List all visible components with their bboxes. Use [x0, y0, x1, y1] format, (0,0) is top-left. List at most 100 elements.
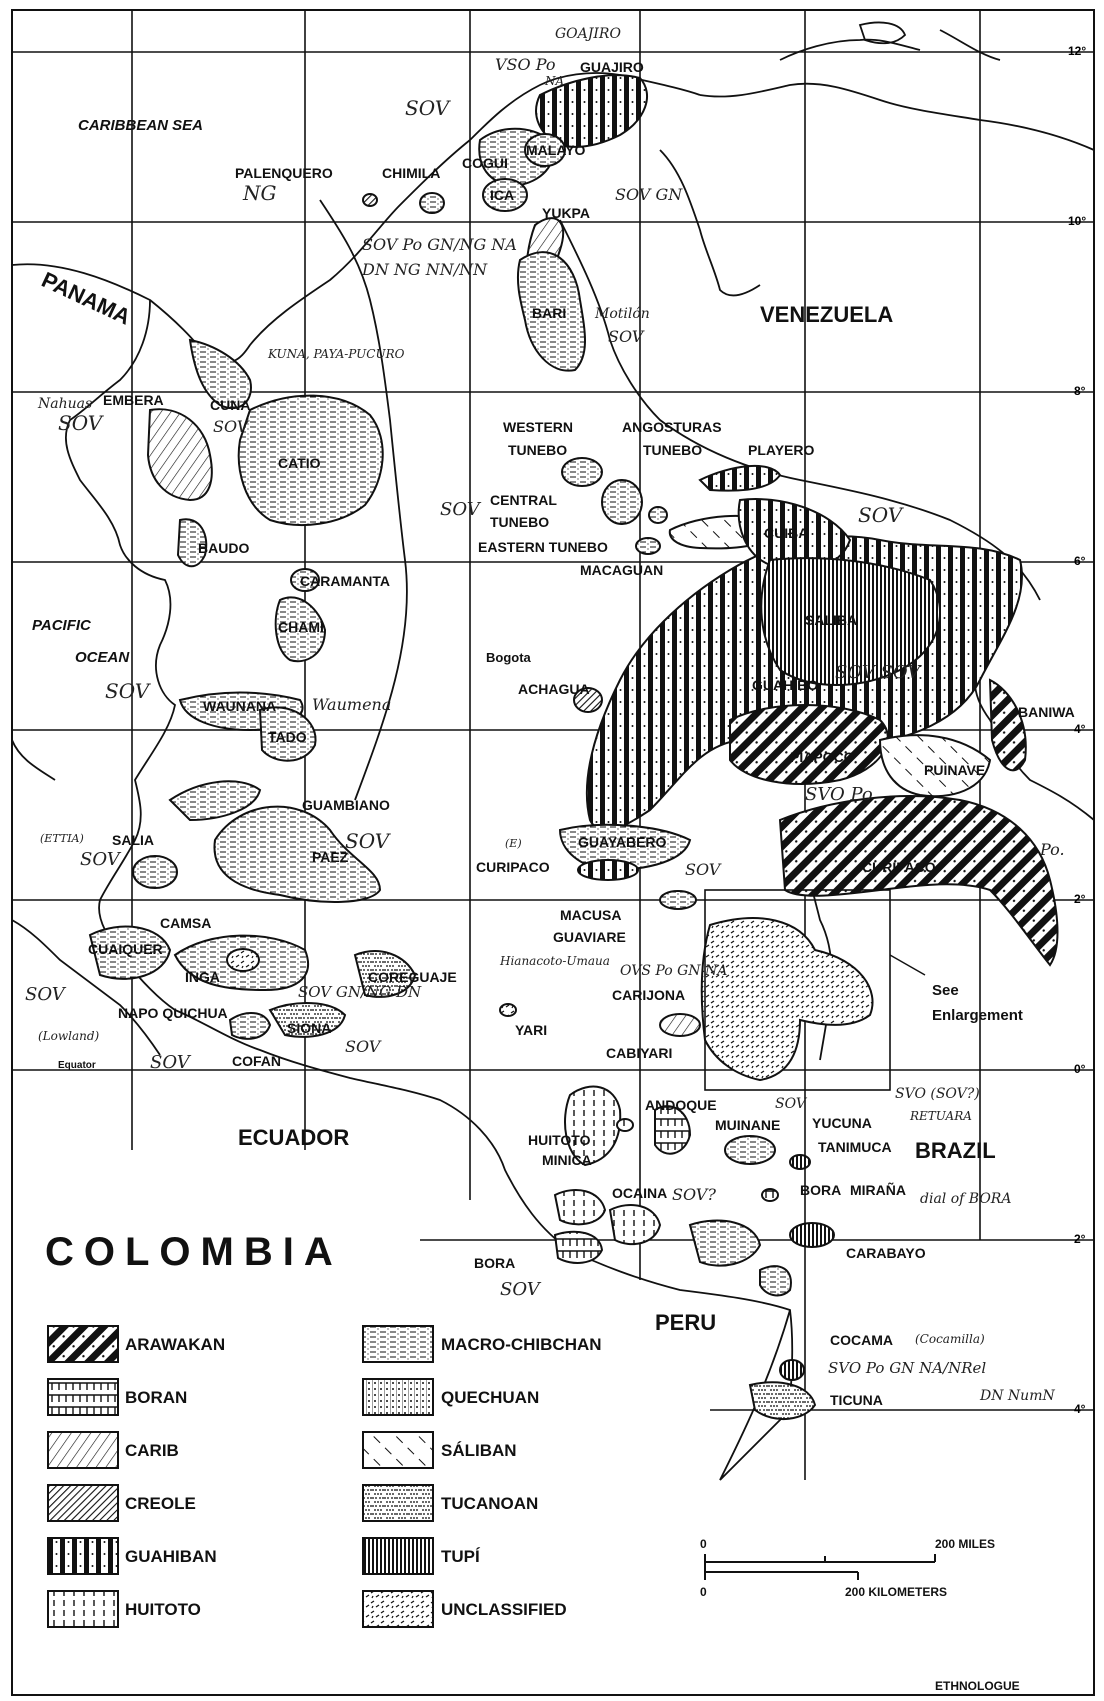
country-label-panama: PANAMA — [38, 267, 135, 330]
legend-label: TUPÍ — [441, 1547, 481, 1566]
region-muinane — [654, 1105, 692, 1155]
language-label: SALIBA — [805, 612, 857, 628]
handwritten-note: SOV — [345, 829, 392, 853]
language-label: PUINAVE — [924, 762, 985, 778]
scale-miles-label: 200 MILES — [935, 1537, 995, 1551]
region-yucuna — [724, 1135, 776, 1165]
language-label: HUITOTO — [528, 1132, 591, 1148]
city-label-bogota: Bogota — [486, 650, 532, 665]
legend-label: MACRO-CHIBCHAN — [441, 1335, 602, 1354]
country-label-venezuela: VENEZUELA — [760, 302, 893, 327]
handwritten-note: KUNA, PAYA-PUCURO — [267, 347, 405, 361]
region-curipaco — [778, 795, 1059, 967]
handwritten-note: SOV GN/NG DN — [298, 983, 422, 1001]
handwritten-annotations: GOAJIRO VSO Po NA SOV NG SOV Po GN/NG NA… — [25, 26, 1065, 1404]
region-napo-quichua — [228, 1012, 272, 1040]
language-label: MINICA — [542, 1152, 592, 1168]
legend-item-guahiban: GUAHIBAN — [47, 1537, 217, 1575]
region-huitoto — [564, 1085, 622, 1167]
legend-label: UNCLASSIFIED — [441, 1600, 567, 1619]
sea-label-ocean: OCEAN — [75, 649, 130, 666]
handwritten-note: Motilón — [594, 306, 650, 322]
region-enlargement-cluster — [700, 917, 874, 1082]
language-label: ICA — [490, 187, 514, 203]
region-andoque — [616, 1118, 634, 1132]
region-salia — [132, 855, 178, 889]
language-label: ANGOSTURAS — [622, 419, 722, 435]
region-cocama — [779, 1359, 805, 1381]
language-label: WESTERN — [503, 419, 573, 435]
region-siona — [268, 1002, 347, 1038]
region-huitoto-south — [608, 1204, 662, 1246]
language-label: GUAJIRO — [580, 59, 644, 75]
handwritten-note: Nahuas — [37, 396, 92, 412]
language-label: MACAGUAN — [580, 562, 663, 578]
handwritten-note: SOV — [58, 411, 105, 435]
handwritten-note: SOV Po GN/NG NA — [362, 235, 517, 254]
lat-label: 8° — [1074, 384, 1086, 398]
region-bari — [516, 251, 586, 372]
region-macusa — [577, 859, 639, 881]
legend-item-huitoto: HUITOTO — [47, 1590, 201, 1628]
handwritten-note: RETUARA — [909, 1109, 972, 1123]
legend-item-arawakan: ARAWAKAN — [47, 1325, 225, 1363]
enlargement-pointer — [889, 954, 926, 976]
handwritten-note: SOV — [150, 1052, 192, 1073]
country-label-brazil: BRAZIL — [915, 1138, 996, 1163]
language-label: GUAHIBO — [752, 677, 818, 693]
language-regions — [88, 74, 1059, 1421]
region-carijona — [659, 1013, 701, 1037]
handwritten-note: Po. — [1039, 840, 1065, 859]
language-label: COCAMA — [830, 1332, 893, 1348]
language-label: NAPO QUICHUA — [118, 1005, 228, 1021]
sea-label-pacific: PACIFIC — [32, 617, 92, 634]
language-label: COREGUAJE — [368, 969, 457, 985]
language-label: PAEZ — [312, 849, 349, 865]
language-label: EASTERN TUNEBO — [478, 539, 608, 555]
region-piapoco — [729, 704, 889, 785]
legend-item-tucanoan: TUCANOAN — [362, 1484, 538, 1522]
handwritten-note: SOV — [105, 679, 152, 703]
handwritten-note: SOV — [213, 417, 250, 436]
language-label: INGA — [185, 969, 220, 985]
lat-label: 10° — [1068, 214, 1086, 228]
language-label: CHAMI — [278, 619, 324, 635]
legend-label: BORAN — [125, 1388, 187, 1407]
language-label: CENTRAL — [490, 492, 557, 508]
latitude-labels: 12° 10° 8° 6° 4° 2° 0° 2° 4° — [1068, 44, 1086, 1416]
language-label: MACUSA — [560, 907, 621, 923]
lat-label: 0° — [1074, 1062, 1086, 1076]
handwritten-note: GOAJIRO — [555, 26, 621, 42]
region-guambiano — [168, 780, 262, 822]
language-label: TUNEBO — [643, 442, 702, 458]
handwritten-note: SOV — [775, 1096, 808, 1112]
language-label: CUNA — [210, 397, 250, 413]
language-label: COFAN — [232, 1053, 281, 1069]
legend-item-macro-chibchan: MACRO-CHIBCHAN — [362, 1325, 602, 1363]
handwritten-note: SVO (SOV?) — [895, 1086, 980, 1102]
legend-item-unclassified: UNCLASSIFIED — [362, 1590, 567, 1628]
sea-label-caribbean: CARIBBEAN SEA — [78, 117, 203, 134]
language-label: GUAVIARE — [553, 929, 626, 945]
region-ticuna — [748, 1381, 817, 1421]
language-label: PIAPOCO — [790, 749, 855, 765]
region-tado — [258, 706, 317, 762]
language-label: SIONA — [287, 1020, 331, 1036]
handwritten-note: Waumena — [312, 695, 391, 714]
region-cuaiquer — [88, 925, 172, 980]
language-label: BANIWA — [1018, 704, 1075, 720]
legend-item-quechuan: QUECHUAN — [362, 1378, 539, 1416]
region-chimila — [419, 192, 445, 214]
language-label: MIRAÑA — [850, 1181, 906, 1198]
language-label: YUCUNA — [812, 1115, 872, 1131]
language-label: CURIPACO — [476, 859, 550, 875]
region-bora-mirana — [761, 1188, 779, 1202]
legend-label: ARAWAKAN — [125, 1335, 225, 1354]
region-chami — [274, 596, 327, 663]
lat-label: 2° — [1074, 1232, 1086, 1246]
region-palenquero — [362, 193, 378, 207]
language-label: CURIPACO — [862, 859, 936, 875]
enlargement-box — [704, 889, 891, 1091]
language-label: ANDOQUE — [645, 1097, 717, 1113]
language-label: YUKPA — [542, 205, 590, 221]
